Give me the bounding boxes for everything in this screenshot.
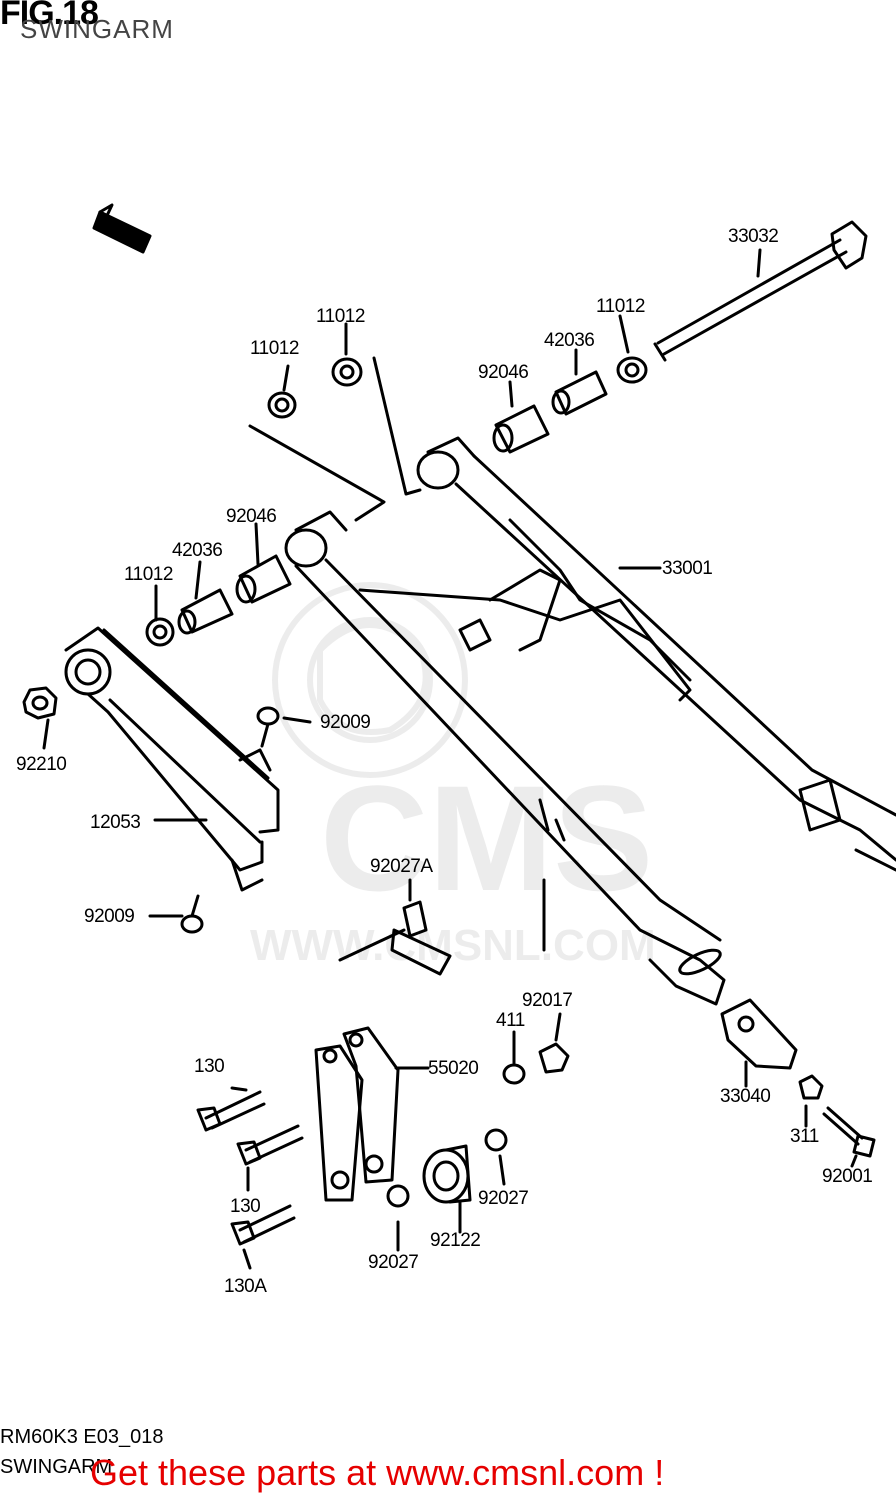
- figure-subtitle: SWINGARM: [20, 14, 174, 44]
- part-label-130[interactable]: 130: [230, 1196, 261, 1217]
- watermark-url: WWW.CMSNL.COM: [250, 921, 656, 970]
- part-label-130A[interactable]: 130A: [224, 1276, 267, 1297]
- part-label-11012[interactable]: 11012: [250, 338, 299, 359]
- part-label-92027[interactable]: 92027: [478, 1188, 529, 1209]
- linkage-plate-shape: [314, 1026, 400, 1202]
- part-label-42036[interactable]: 42036: [544, 330, 595, 351]
- part-label-33032[interactable]: 33032: [728, 226, 779, 247]
- swingarm-frame-shape: [284, 436, 896, 1006]
- figure-title: FIG.18: [0, 0, 99, 32]
- part-label-33001[interactable]: 33001: [662, 558, 713, 579]
- footer-subtitle: SWINGARM: [0, 1456, 113, 1478]
- part-label-11012[interactable]: 11012: [596, 296, 645, 317]
- part-label-12053[interactable]: 12053: [90, 812, 141, 833]
- part-label-92009[interactable]: 92009: [320, 712, 371, 733]
- part-label-42036[interactable]: 42036: [172, 540, 223, 561]
- part-label-92027A[interactable]: 92027A: [370, 856, 433, 877]
- part-label-92122[interactable]: 92122: [430, 1230, 481, 1251]
- chain-guard-shape: [64, 626, 280, 892]
- part-label-92046[interactable]: 92046: [478, 362, 529, 383]
- part-label-130[interactable]: 130: [194, 1056, 225, 1077]
- part-label-11012[interactable]: 11012: [316, 306, 365, 327]
- part-label-92017[interactable]: 92017: [522, 990, 573, 1011]
- part-label-411[interactable]: 411: [496, 1010, 525, 1031]
- part-label-92027[interactable]: 92027: [368, 1252, 419, 1273]
- part-label-11012[interactable]: 11012: [124, 564, 173, 585]
- part-label-311[interactable]: 311: [790, 1126, 819, 1147]
- part-label-55020[interactable]: 55020: [428, 1058, 479, 1079]
- forward-arrow-icon: [92, 203, 152, 254]
- part-label-92046[interactable]: 92046: [226, 506, 277, 527]
- call-to-action-link[interactable]: Get these parts at www.cmsnl.com !: [90, 1452, 665, 1493]
- pivot-bolt-shape: [653, 220, 868, 362]
- part-label-92009[interactable]: 92009: [84, 906, 135, 927]
- part-label-33040[interactable]: 33040: [720, 1086, 771, 1107]
- part-label-92210[interactable]: 92210: [16, 754, 67, 775]
- footer-code: RM60K3 E03_018: [0, 1426, 164, 1448]
- part-label-92001[interactable]: 92001: [822, 1166, 873, 1187]
